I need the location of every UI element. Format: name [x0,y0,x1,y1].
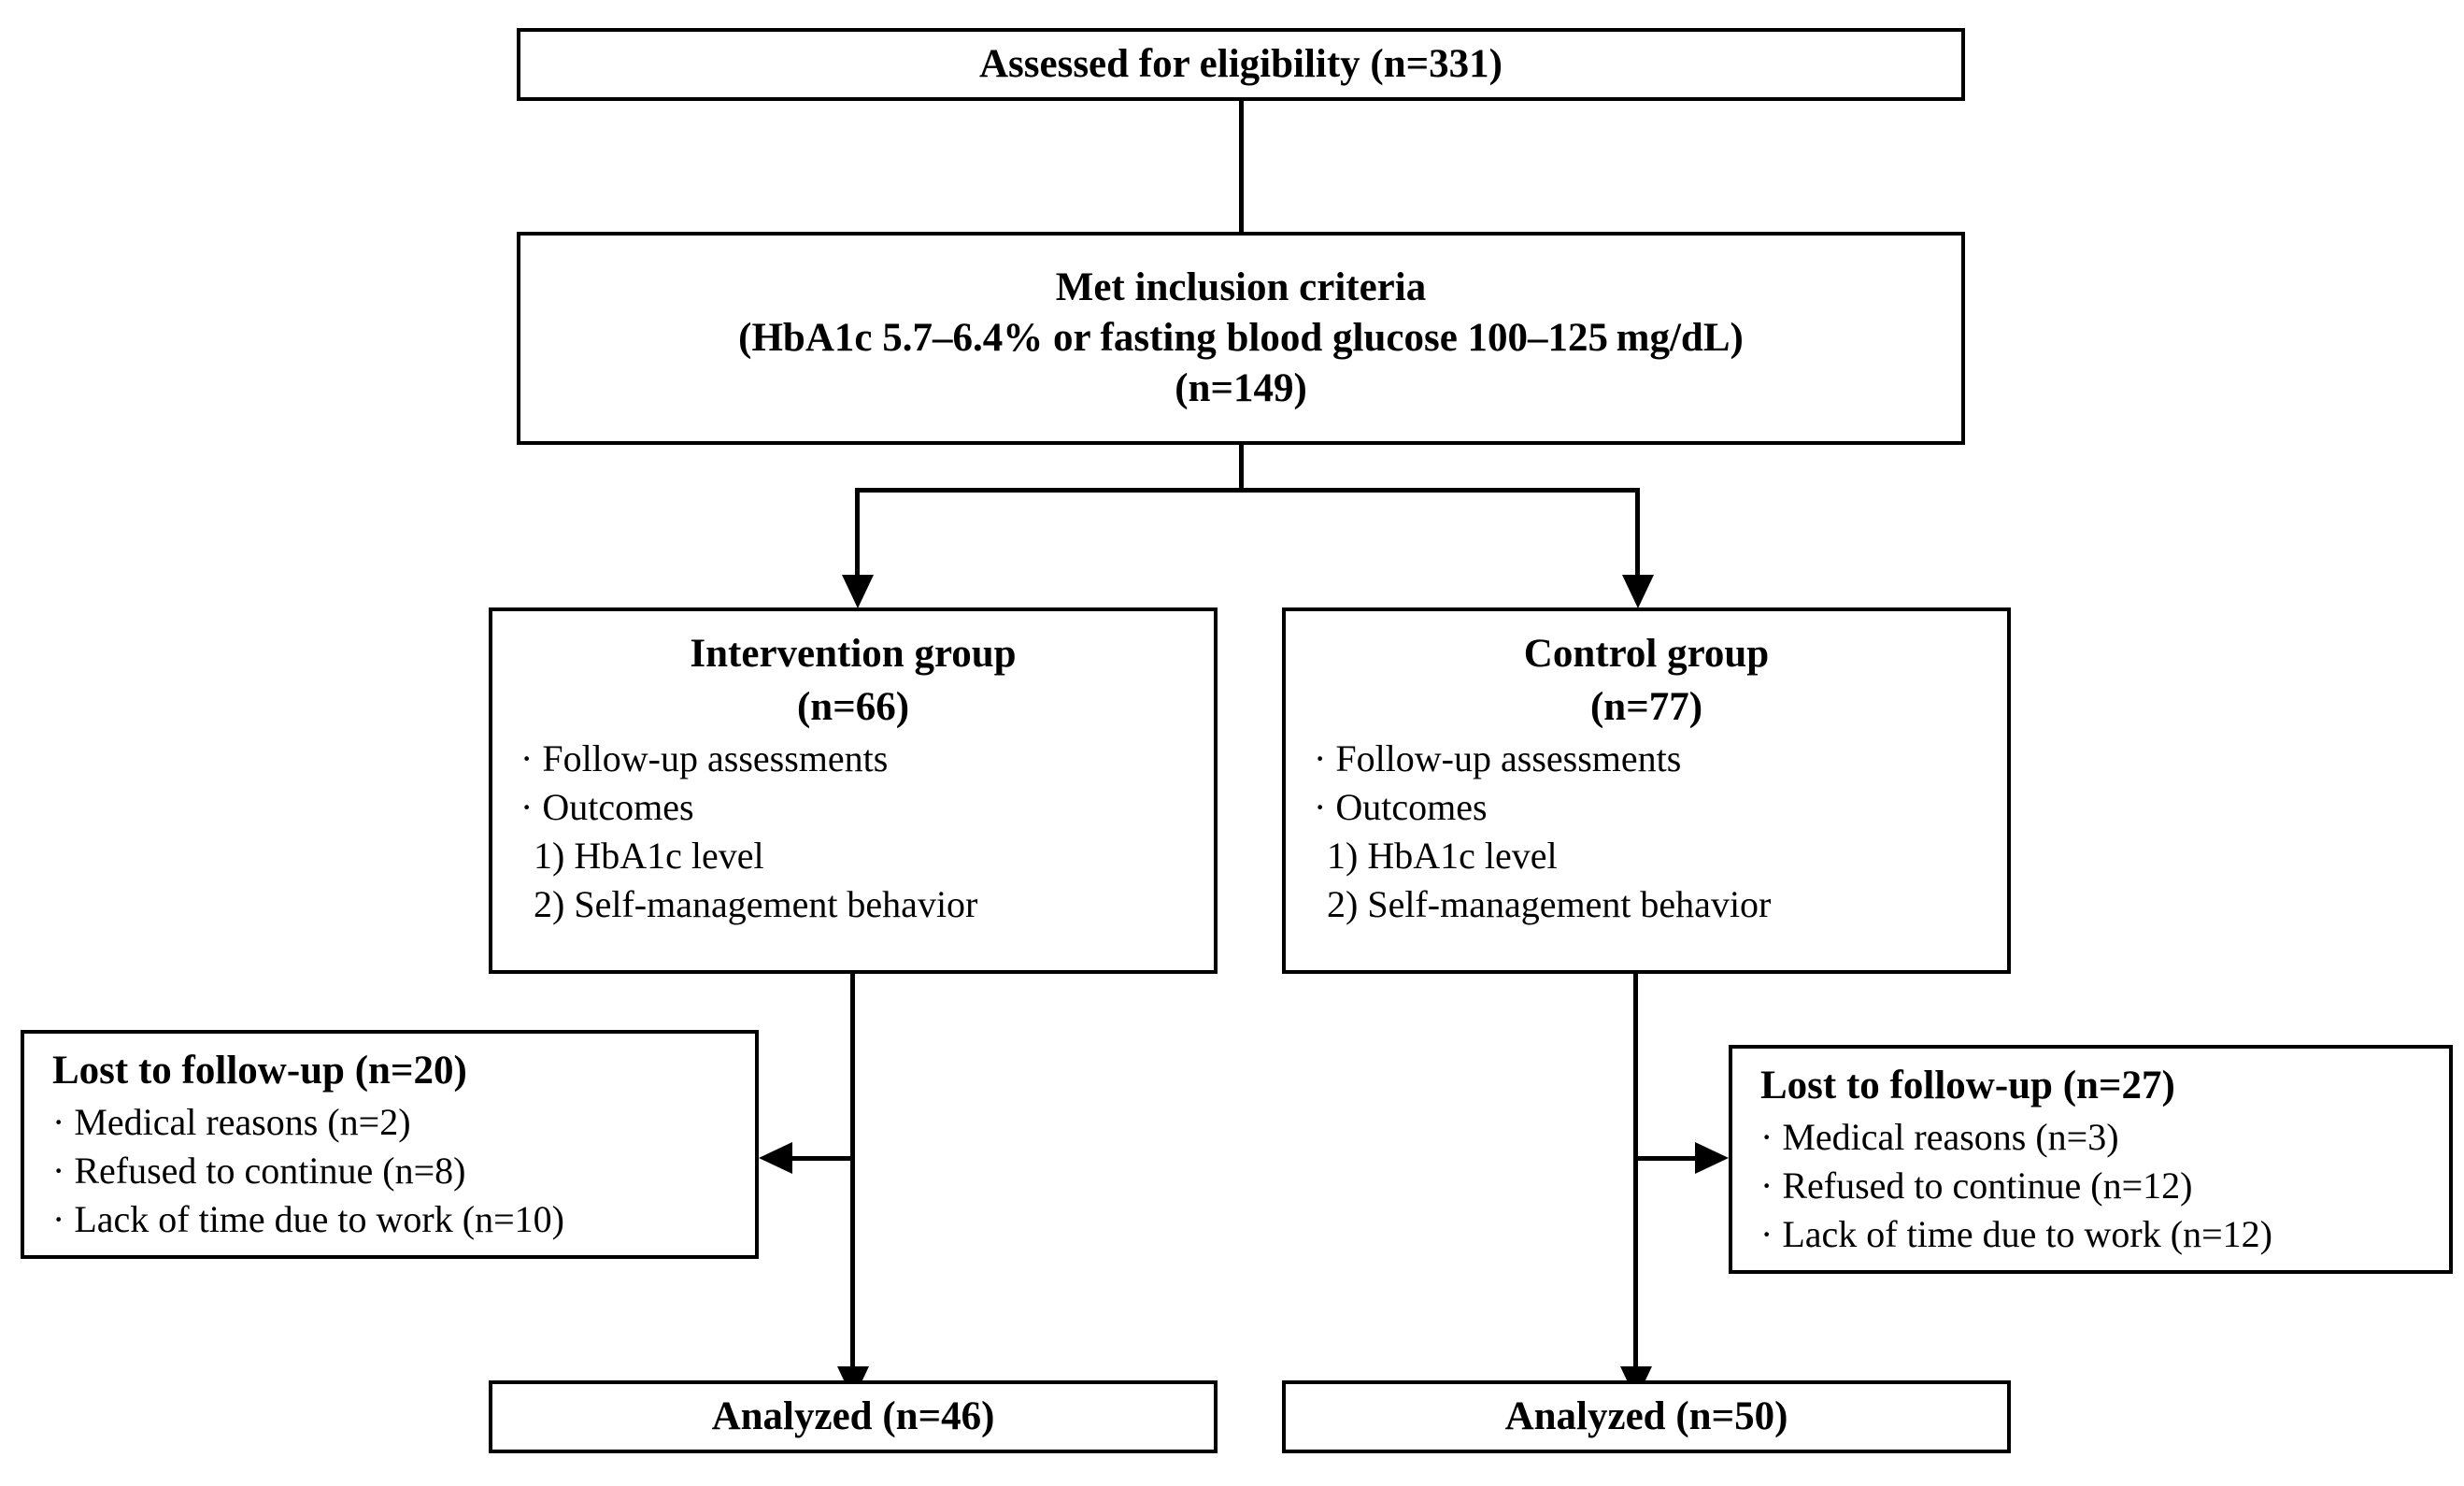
lost-left-item-2: · Lack of time due to work (n=10) [52,1197,564,1240]
arrowhead-to-lost-right [1695,1142,1729,1174]
node-lost-to-follow-up-control: Lost to follow-up (n=27) · Medical reaso… [1729,1045,2453,1274]
node-assessed-for-eligibility: Assessed for eligibility (n=331) [517,28,1965,101]
connector-to-lost-right [1635,1156,1695,1161]
connector-control-to-analyzed [1633,974,1638,1378]
arrowhead-to-intervention [842,575,874,608]
control-item-2: 1) HbA1c level [1327,834,1558,877]
control-item-3: 2) Self-management behavior [1327,882,1772,925]
analyzed-right-label: Analyzed (n=50) [1504,1394,1788,1439]
connector-inclusion-stem [1239,445,1244,492]
lost-right-item-2: · Lack of time due to work (n=12) [1760,1212,2272,1255]
assessed-label: Assessed for eligibility (n=331) [978,42,1503,87]
connector-assessed-to-inclusion [1239,101,1244,232]
lost-right-title: Lost to follow-up (n=27) [1760,1064,2175,1107]
inclusion-line-3: (n=149) [1175,365,1307,410]
lost-left-item-1: · Refused to continue (n=8) [52,1149,466,1192]
control-item-1: · Outcomes [1314,785,1488,828]
connector-split-left-drop [855,488,860,581]
connector-to-lost-left [792,1156,852,1161]
lost-left-title: Lost to follow-up (n=20) [52,1049,467,1093]
node-analyzed-control: Analyzed (n=50) [1282,1380,2011,1453]
node-met-inclusion-criteria: Met inclusion criteria (HbA1c 5.7–6.4% o… [517,232,1965,445]
connector-intervention-to-analyzed [850,974,855,1378]
control-item-0: · Follow-up assessments [1314,736,1682,779]
connector-split-horizontal [855,488,1640,493]
lost-left-item-0: · Medical reasons (n=2) [52,1100,411,1143]
intervention-item-1: · Outcomes [520,785,694,828]
inclusion-line-1: Met inclusion criteria [1055,265,1427,310]
intervention-count: (n=66) [796,684,910,729]
lost-right-item-1: · Refused to continue (n=12) [1760,1164,2193,1207]
analyzed-left-label: Analyzed (n=46) [711,1394,995,1439]
arrowhead-to-control [1622,575,1654,608]
inclusion-line-2: (HbA1c 5.7–6.4% or fasting blood glucose… [738,316,1744,361]
connector-split-right-drop [1635,488,1640,581]
node-analyzed-intervention: Analyzed (n=46) [489,1380,1218,1453]
intervention-item-2: 1) HbA1c level [534,834,764,877]
arrowhead-to-lost-left [759,1142,792,1174]
control-count: (n=77) [1589,684,1703,729]
intervention-title: Intervention group [690,632,1017,676]
node-intervention-group: Intervention group (n=66) · Follow-up as… [489,607,1218,974]
lost-right-item-0: · Medical reasons (n=3) [1760,1115,2119,1158]
node-lost-to-follow-up-intervention: Lost to follow-up (n=20) · Medical reaso… [21,1030,759,1259]
intervention-item-3: 2) Self-management behavior [534,882,978,925]
node-control-group: Control group (n=77) · Follow-up assessm… [1282,607,2011,974]
control-title: Control group [1523,632,1770,676]
intervention-item-0: · Follow-up assessments [520,736,889,779]
